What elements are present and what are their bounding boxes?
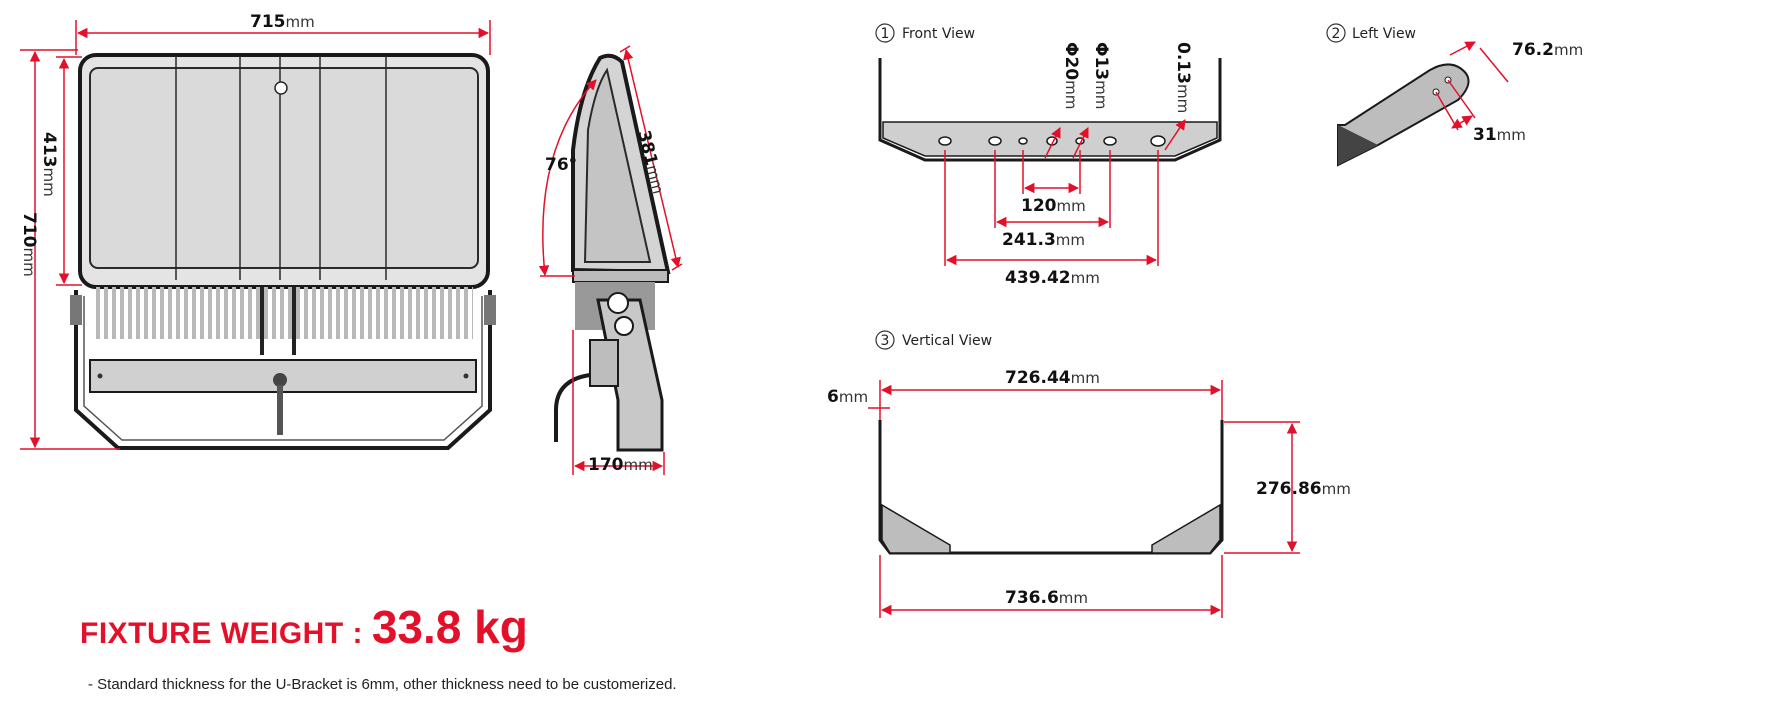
fixture-weight: FIXTURE WEIGHT : 33.8 kg [80, 600, 528, 654]
vertical-view-panel: 3 Vertical View [868, 330, 1300, 618]
pole-stub [277, 385, 283, 435]
fixture-weight-value: 33.8 kg [371, 601, 528, 653]
total-height-dimension: 710mm [19, 212, 39, 277]
width-dimension: 715mm [250, 12, 315, 32]
vertical-view-bracket [878, 420, 1224, 555]
vertical-view-number: 3 [881, 333, 890, 349]
vertical-thickness-dimension: 6mm [827, 387, 868, 407]
vertical-view-title: Vertical View [902, 333, 992, 349]
center-screw-icon [274, 81, 288, 95]
lens-panel [89, 67, 479, 269]
left-view-number: 2 [1332, 26, 1341, 42]
thickness-013-dimension: 0.13mm [1173, 42, 1193, 113]
span-241-dimension: 241.3mm [1002, 230, 1085, 250]
front-view-bracket [878, 58, 1222, 162]
vertical-inner-width-dimension: 726.44mm [1005, 368, 1100, 388]
heat-sink-fins [95, 287, 473, 339]
side-bracket [596, 298, 664, 452]
front-view-number: 1 [881, 26, 890, 42]
hole-20-dimension: Φ20mm [1061, 42, 1081, 109]
span-439-dimension: 439.42mm [1005, 268, 1100, 288]
hole-13-dimension: Φ13mm [1091, 42, 1111, 109]
left-view-panel: 2 Left View [1326, 23, 1509, 167]
fixture-side-drawing [538, 45, 683, 475]
front-view-panel: 1 Front View [875, 23, 1222, 266]
side-angle-dimension: 76° [545, 155, 577, 175]
left-view-width-dimension: 76.2mm [1512, 40, 1583, 60]
panel-height-dimension: 413mm [39, 132, 59, 197]
front-view-title: Front View [902, 26, 975, 42]
fixture-front-drawing [70, 53, 496, 450]
bracket-thickness-note: - Standard thickness for the U-Bracket i… [88, 676, 677, 693]
front-dimensions [20, 20, 491, 450]
left-view-offset-dimension: 31mm [1473, 125, 1526, 145]
fixture-weight-label: FIXTURE WEIGHT : [80, 617, 372, 650]
side-depth-dimension: 170mm [588, 455, 653, 475]
vertical-height-dimension: 276.86mm [1256, 479, 1351, 499]
left-view-title: Left View [1352, 26, 1416, 42]
span-120-dimension: 120mm [1021, 196, 1086, 216]
u-bracket [74, 290, 492, 450]
vertical-outer-width-dimension: 736.6mm [1005, 588, 1088, 608]
cable [554, 373, 591, 442]
